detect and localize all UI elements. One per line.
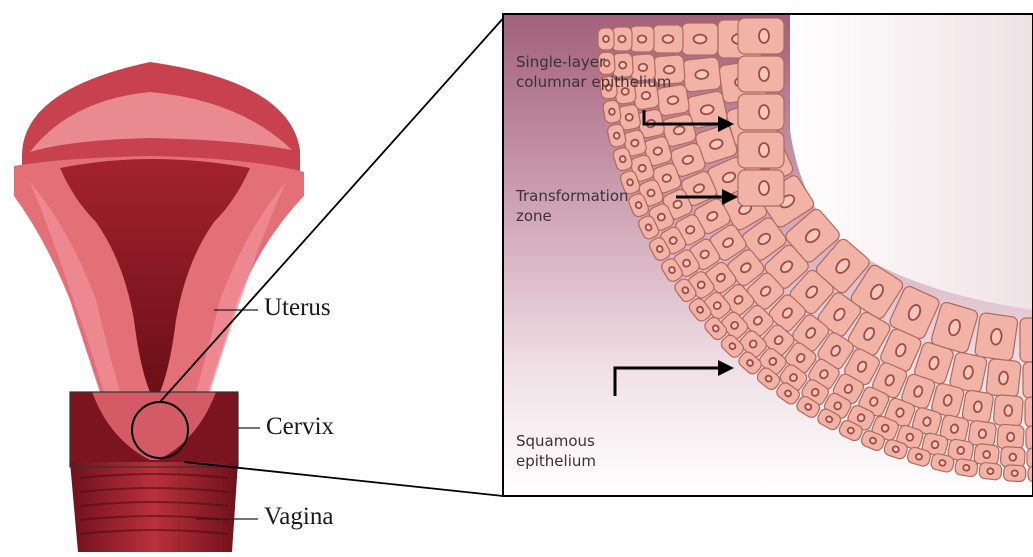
epithelial-cell	[974, 312, 1018, 361]
transformation-label-line2: zone	[516, 206, 629, 226]
transformation-label-line1: Transformation	[516, 186, 629, 206]
columnar-label-line2: columnar epithelium	[516, 72, 671, 92]
epithelial-cell	[962, 390, 995, 424]
epithelial-cell	[1026, 426, 1033, 450]
epithelial-cell	[1025, 397, 1033, 427]
epithelial-cell	[598, 28, 614, 50]
columnar-epithelium-label: Single-layer columnar epithelium	[516, 52, 671, 92]
epithelial-cell	[630, 26, 654, 52]
columnar-cell	[738, 170, 784, 206]
uterus-illustration	[14, 62, 304, 552]
epithelial-cell	[1020, 318, 1033, 362]
epithelial-cell	[954, 458, 978, 477]
epithelial-cell	[682, 23, 718, 55]
epithelial-cell	[979, 462, 1003, 480]
epithelial-cell	[612, 27, 632, 51]
squamous-label-line1: Squamous	[516, 431, 596, 451]
epithelial-cell	[986, 358, 1022, 397]
epithelial-cell	[997, 424, 1025, 450]
vagina-label: Vagina	[264, 503, 333, 531]
epithelial-cell	[1003, 465, 1026, 482]
vagina-shape	[70, 462, 238, 552]
uterus-label: Uterus	[264, 294, 331, 322]
cervix-label: Cervix	[266, 413, 334, 441]
squamous-label-line2: epithelium	[516, 451, 596, 471]
columnar-cell	[738, 132, 784, 168]
squamous-epithelium-label: Squamous epithelium	[516, 431, 596, 471]
epithelial-cell	[602, 100, 621, 124]
epithelial-cell	[653, 25, 683, 53]
columnar-cell	[738, 56, 784, 92]
columnar-cell	[738, 18, 784, 54]
transformation-zone-label: Transformation zone	[516, 186, 629, 226]
epithelial-cell	[1023, 362, 1033, 398]
columnar-cell	[738, 94, 784, 130]
columnar-label-line1: Single-layer	[516, 52, 671, 72]
epithelial-cell	[993, 395, 1023, 427]
epithelial-cell	[682, 57, 721, 93]
